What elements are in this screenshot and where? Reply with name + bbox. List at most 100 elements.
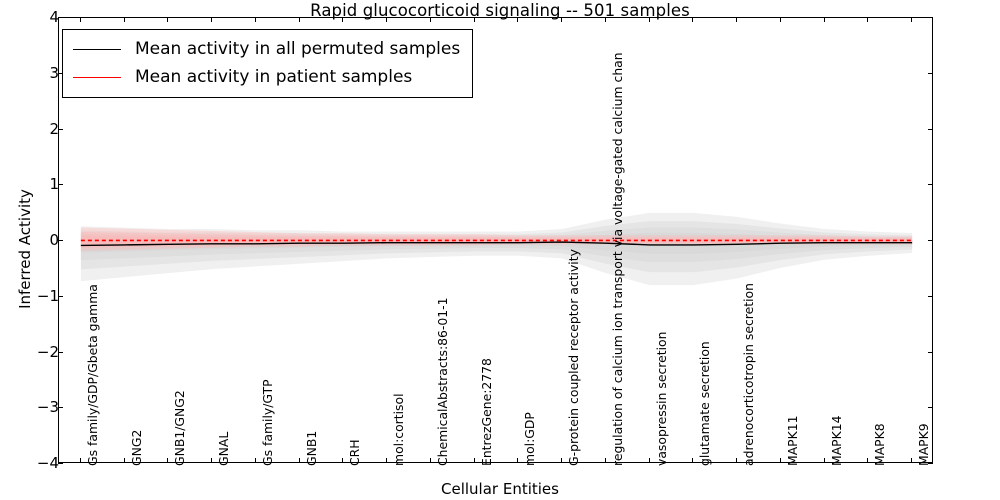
- legend: Mean activity in all permuted samples Me…: [62, 29, 474, 98]
- x-tick-mark: [692, 458, 694, 463]
- y-tick-mark: [928, 463, 933, 464]
- x-tick-label: vasopressin secretion: [653, 331, 669, 467]
- y-tick-label: −1: [36, 286, 59, 305]
- x-tick-mark: [429, 17, 431, 22]
- y-tick-mark: [58, 463, 63, 464]
- y-tick-label: 3: [49, 63, 59, 82]
- y-tick-label: 4: [49, 8, 59, 26]
- x-tick-mark: [123, 458, 125, 463]
- x-tick-mark: [342, 17, 344, 22]
- chart-title: Rapid glucocorticoid signaling -- 501 sa…: [310, 1, 690, 20]
- x-tick-label: G-protein coupled receptor activity: [566, 249, 582, 466]
- y-tick-mark: [58, 72, 63, 74]
- x-tick-mark: [561, 458, 563, 463]
- x-tick-mark: [79, 458, 81, 463]
- y-tick-mark: [928, 17, 933, 18]
- y-tick-mark: [58, 407, 63, 409]
- y-tick-label: 0: [49, 231, 59, 249]
- y-tick-label: 1: [49, 175, 59, 194]
- x-tick-mark: [779, 17, 781, 22]
- x-tick-mark: [254, 17, 256, 22]
- x-tick-label: adrenocorticotropin secretion: [741, 283, 757, 466]
- x-tick-mark: [211, 17, 213, 22]
- x-tick-label: MAPK14: [828, 415, 844, 466]
- x-tick-mark: [254, 458, 256, 463]
- legend-label-permuted: Mean activity in all permuted samples: [135, 39, 461, 59]
- y-tick-mark: [58, 128, 63, 130]
- y-tick-mark: [928, 351, 933, 353]
- x-tick-mark: [779, 458, 781, 463]
- x-tick-mark: [386, 17, 388, 22]
- x-tick-mark: [911, 458, 913, 463]
- y-tick-label: 2: [49, 119, 59, 138]
- plot-area: [58, 17, 933, 463]
- y-tick-mark: [928, 72, 933, 74]
- x-tick-mark: [604, 458, 606, 463]
- plot-inner: [59, 18, 932, 462]
- x-tick-label: Gs family/GDP/Gbeta gamma: [84, 284, 100, 466]
- legend-line-black-icon: [73, 48, 121, 50]
- x-tick-label: ChemicalAbstracts:86-01-1: [434, 297, 450, 467]
- x-tick-mark: [561, 17, 563, 22]
- x-tick-mark: [211, 458, 213, 463]
- x-tick-mark: [823, 17, 825, 22]
- x-tick-mark: [167, 17, 169, 22]
- x-tick-label: GNB1/GNG2: [172, 390, 188, 466]
- x-tick-label: MAPK9: [916, 423, 932, 466]
- y-tick-mark: [928, 407, 933, 409]
- x-tick-mark: [342, 458, 344, 463]
- x-tick-mark: [298, 17, 300, 22]
- y-tick-label: −4: [36, 454, 59, 472]
- x-tick-label: mol:cortisol: [391, 393, 407, 466]
- x-tick-mark: [167, 458, 169, 463]
- x-tick-mark: [429, 458, 431, 463]
- x-tick-label: MAPK8: [872, 423, 888, 466]
- x-tick-label: GNAL: [216, 431, 232, 466]
- x-tick-mark: [736, 458, 738, 463]
- y-tick-mark: [58, 184, 63, 186]
- x-tick-mark: [692, 17, 694, 22]
- y-tick-label: −3: [36, 398, 59, 417]
- x-tick-mark: [604, 17, 606, 22]
- y-axis-title: Inferred Activity: [16, 189, 34, 309]
- x-tick-mark: [823, 458, 825, 463]
- x-tick-mark: [736, 17, 738, 22]
- y-tick-mark: [928, 295, 933, 297]
- series-band-permuted: [80, 212, 913, 286]
- series-band-patient: [80, 227, 913, 252]
- x-tick-mark: [123, 17, 125, 22]
- series-band-permuted: [80, 227, 913, 263]
- y-tick-mark: [58, 240, 63, 241]
- x-tick-label: GNB1: [303, 430, 319, 466]
- x-tick-mark: [867, 458, 869, 463]
- x-tick-mark: [473, 458, 475, 463]
- series-band-permuted: [80, 221, 913, 273]
- x-tick-mark: [473, 17, 475, 22]
- x-tick-label: glutamate secretion: [697, 341, 713, 466]
- x-axis-title: Cellular Entities: [441, 480, 559, 498]
- legend-line-red-icon: [73, 76, 121, 78]
- y-tick-mark: [58, 17, 63, 18]
- series-line-permuted: [80, 241, 913, 247]
- x-tick-label: EntrezGene:2778: [478, 358, 494, 466]
- x-tick-mark: [867, 17, 869, 22]
- x-tick-mark: [517, 17, 519, 22]
- y-tick-mark: [58, 351, 63, 353]
- x-tick-mark: [298, 458, 300, 463]
- y-tick-mark: [928, 128, 933, 130]
- y-tick-label: −2: [36, 342, 59, 361]
- data-series-layer: [80, 212, 913, 286]
- y-tick-mark: [58, 295, 63, 297]
- y-tick-mark: [928, 240, 933, 241]
- x-tick-mark: [386, 458, 388, 463]
- x-tick-mark: [648, 17, 650, 22]
- x-tick-label: GNG2: [128, 429, 144, 466]
- x-tick-label: regulation of calcium ion transport via …: [609, 52, 625, 466]
- legend-item-permuted: Mean activity in all permuted samples: [73, 35, 460, 63]
- x-tick-mark: [911, 17, 913, 22]
- x-tick-mark: [648, 458, 650, 463]
- x-tick-label: CRH: [347, 439, 363, 466]
- legend-label-patient: Mean activity in patient samples: [135, 67, 413, 87]
- legend-item-patient: Mean activity in patient samples: [73, 63, 460, 91]
